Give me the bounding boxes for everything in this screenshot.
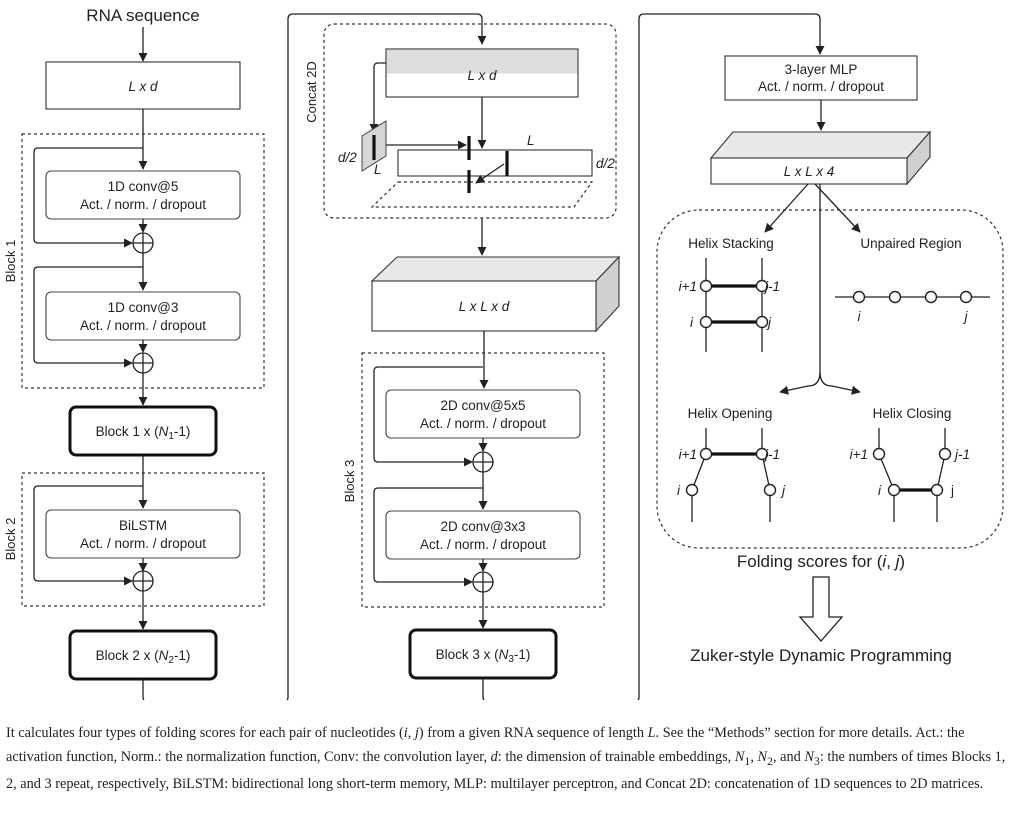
hs-j-minus-1: j-1 [763,279,780,294]
slice-L-left: L [374,162,382,177]
slice-dhalf-left: d/2 [338,150,357,165]
unpaired-region-motif [835,290,990,304]
conv2d-3x3-subtitle: Act. / norm. / dropout [420,537,546,552]
add-node-2 [132,352,154,374]
helix-opening-title: Helix Opening [688,406,773,421]
mlp-subtitle: Act. / norm. / dropout [758,79,884,94]
concat-input-label: L x d [467,68,497,83]
hs-i: i [690,315,694,330]
hollow-down-arrow [798,576,844,642]
block3-repeat-label: Block 3 x (N3-1) [436,647,531,665]
add-node-1 [132,232,154,254]
lxlx4-label: L x L x 4 [784,164,835,179]
ur-j: j [963,309,969,324]
conv1d-3-subtitle: Act. / norm. / dropout [80,318,206,333]
lxlxd-label: L x L x d [459,299,510,314]
conv1d-5-title: 1D conv@5 [108,179,179,194]
hc-i: i [878,483,882,498]
concat-input-shade [386,49,578,74]
strip-shadow-plane [370,181,594,208]
hc-j-minus-1: j-1 [953,447,970,462]
hc-i-plus-1: i+1 [850,447,868,462]
helix-opening-motif [685,428,777,522]
horizontal-strip [397,149,593,177]
ho-i-plus-1: i+1 [679,447,697,462]
conv2d-5x5-subtitle: Act. / norm. / dropout [420,416,546,431]
zuker-label: Zuker-style Dynamic Programming [690,646,952,665]
block1-label: Block 1 [3,240,18,283]
block2-repeat-label: Block 2 x (N2-1) [96,648,191,666]
bilstm-subtitle: Act. / norm. / dropout [80,536,206,551]
conv2d-5x5-title: 2D conv@5x5 [441,398,526,413]
ho-j-minus-1: j-1 [763,447,780,462]
strip-L-label: L [527,133,535,148]
block1-container [21,133,265,389]
add-node-5 [472,571,494,593]
block3-label: Block 3 [342,460,357,503]
unpaired-region-title: Unpaired Region [860,236,961,251]
block3-container [361,352,605,608]
connector-col1-col2 [142,13,487,700]
helix-closing-motif [872,428,952,522]
embedding-label: L x d [128,79,158,94]
connector-col2-col3 [482,13,825,700]
ur-i: i [858,309,862,324]
conv1d-5-subtitle: Act. / norm. / dropout [80,197,206,212]
ho-i: i [677,483,681,498]
bilstm-title: BiLSTM [119,518,167,533]
helix-stacking-title: Helix Stacking [688,236,774,251]
block1-repeat-label: Block 1 x (N1-1) [96,424,191,442]
hs-j: j [766,315,772,330]
rna-sequence-label: RNA sequence [86,6,199,25]
add-node-4 [472,451,494,473]
lxlx4-tensor [709,130,932,186]
lxlxd-tensor [370,255,621,333]
figure-caption: It calculates four types of folding scor… [6,725,1006,792]
mlp-box [724,55,918,101]
concat2d-container [323,23,617,219]
conv1d-3-title: 1D conv@3 [108,300,179,315]
ho-j: j [780,483,786,498]
block2-container [21,472,265,607]
mlp-title: 3-layer MLP [785,62,858,77]
hs-i-plus-1: i+1 [679,279,697,294]
hc-j: j [950,483,954,498]
block2-label: Block 2 [3,518,18,561]
add-node-3 [132,570,154,592]
folding-scores-title: Folding scores for (i, j) [737,552,905,571]
concat2d-label: Concat 2D [304,61,319,122]
strip-dhalf-right: d/2 [596,156,615,171]
helix-stacking-motif [699,258,769,352]
helix-closing-title: Helix Closing [873,406,952,421]
conv2d-3x3-title: 2D conv@3x3 [441,519,526,534]
architecture-diagram: RNA sequence L x d Block 1 1D conv@5 Act… [3,6,1004,700]
